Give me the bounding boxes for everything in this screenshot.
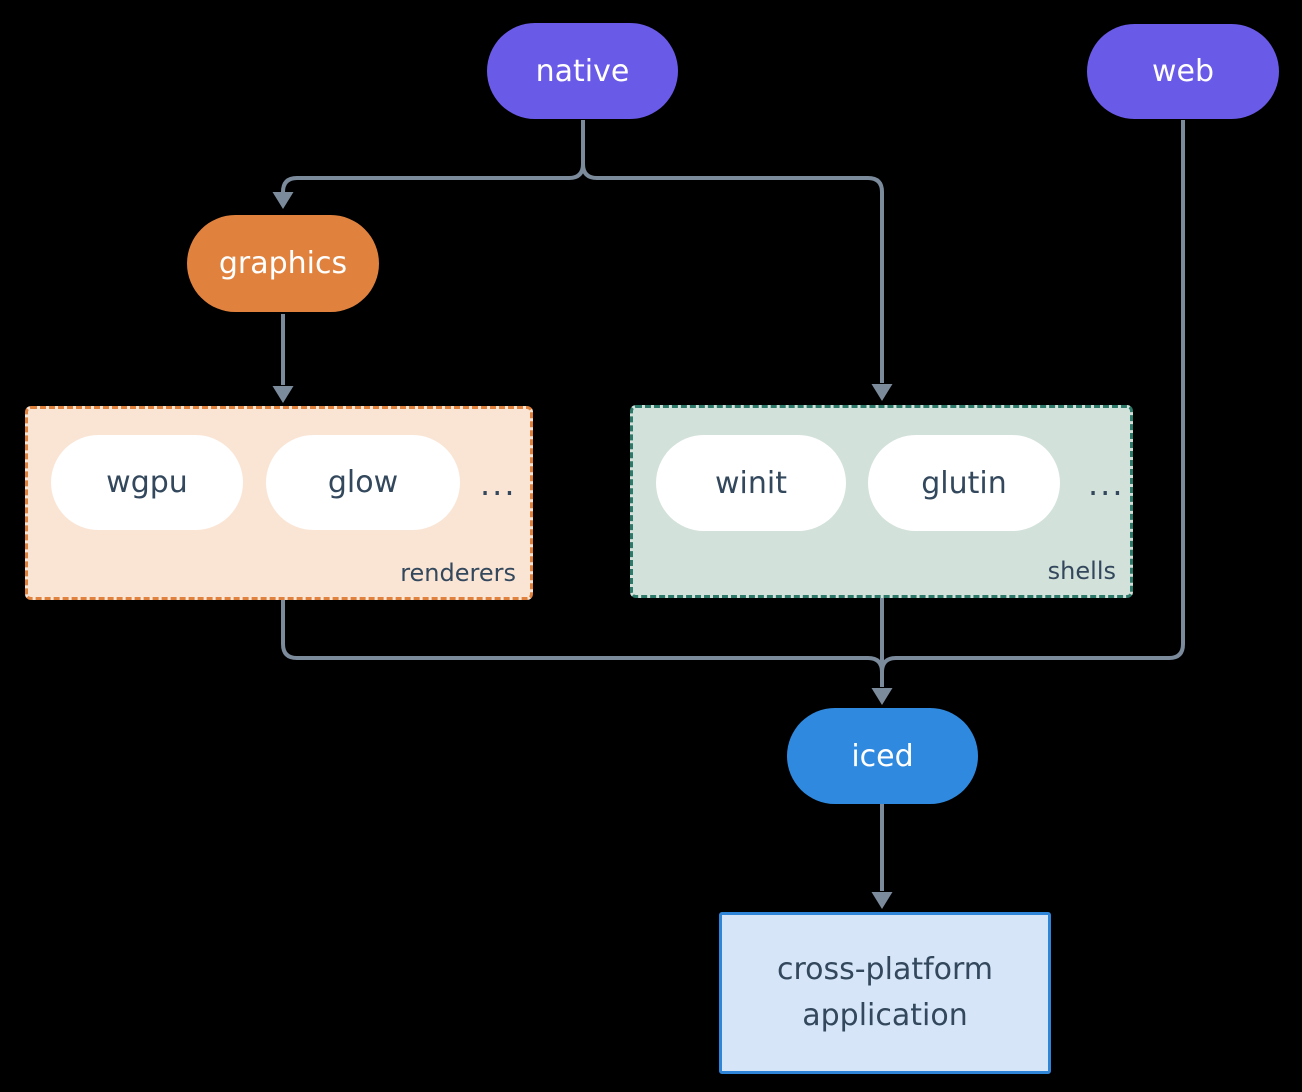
edge-native-shells <box>581 120 884 383</box>
node-wgpu: wgpu <box>51 435 243 530</box>
node-glutin: glutin <box>868 435 1060 531</box>
node-winit: winit <box>656 435 846 531</box>
node-iced: iced <box>787 708 978 804</box>
group-renderers-label: renderers <box>400 559 516 587</box>
edge-native-graphics <box>281 120 585 193</box>
node-web: web <box>1087 24 1279 119</box>
node-graphics-label: graphics <box>218 246 348 281</box>
node-glow: glow <box>266 435 460 530</box>
node-web-label: web <box>1151 54 1215 89</box>
arrowhead-graphics <box>272 192 294 209</box>
node-glow-label: glow <box>327 465 399 500</box>
node-native: native <box>487 23 678 119</box>
arrowhead-application <box>871 892 893 909</box>
node-native-label: native <box>535 53 630 89</box>
group-shells: winit glutin ... shells <box>630 405 1133 598</box>
arrowhead-iced <box>871 688 893 705</box>
app-label-line2: application <box>802 998 968 1033</box>
arrowhead-renderers <box>272 386 294 403</box>
app-label-line1: cross-platform <box>776 952 994 987</box>
edge-renderers-iced <box>281 597 884 678</box>
node-graphics: graphics <box>187 215 379 312</box>
node-cross-platform-application: cross-platform application <box>719 912 1051 1074</box>
shells-ellipsis: ... <box>1088 465 1125 503</box>
group-renderers: wgpu glow ... renderers <box>25 406 533 600</box>
renderers-ellipsis: ... <box>480 465 517 503</box>
node-glutin-label: glutin <box>921 465 1007 501</box>
arrowhead-shells <box>871 384 893 401</box>
group-shells-label: shells <box>1047 557 1116 585</box>
node-iced-label: iced <box>851 738 914 774</box>
node-wgpu-label: wgpu <box>106 465 188 500</box>
node-winit-label: winit <box>715 465 787 501</box>
